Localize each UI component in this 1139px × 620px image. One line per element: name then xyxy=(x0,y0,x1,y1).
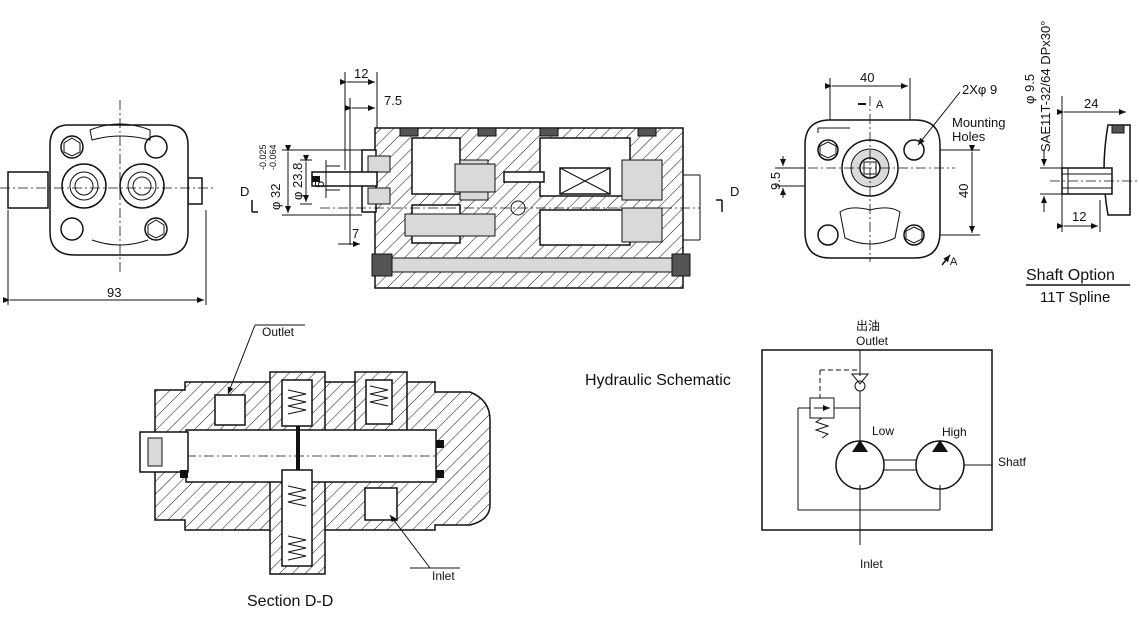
shaft-option-title: Shaft Option xyxy=(1026,267,1115,284)
schematic-inlet: Inlet xyxy=(860,557,883,571)
schematic-shaft: Shatf xyxy=(998,455,1027,469)
dim-spline-24: 24 xyxy=(1084,96,1098,111)
front-view: 93 xyxy=(0,100,215,305)
dim-shaft-7-5: 7.5 xyxy=(384,93,402,108)
dim-phi32-tol-lower: -0.064 xyxy=(268,144,278,170)
dim-rear-40-top: 40 xyxy=(860,70,874,85)
dim-key-5: 5 xyxy=(312,181,327,188)
view-a-top: A xyxy=(876,99,884,111)
section-inlet: Inlet xyxy=(432,569,455,583)
schematic-title: Hydraulic Schematic xyxy=(585,372,731,389)
dim-phi32: φ 32 xyxy=(268,183,283,210)
dim-rear-40-side: 40 xyxy=(956,184,971,198)
dim-spline-phi: φ 9.5 xyxy=(1022,74,1037,104)
section-marker-right: D xyxy=(730,184,739,199)
dim-shaft-12: 12 xyxy=(354,66,368,81)
schematic-outlet-en: Outlet xyxy=(856,334,889,348)
view-a-bottom: A xyxy=(950,256,958,268)
dim-shaft-7: 7 xyxy=(352,226,359,241)
mounting-holes-line1: Mounting xyxy=(952,115,1005,130)
shaft-option-sub: 11T Spline xyxy=(1040,289,1110,306)
dim-rear-9-5: 9.5 xyxy=(768,172,783,190)
mounting-holes-count: 2Xφ 9 xyxy=(962,82,997,97)
shaft-option: 24 12 φ 9.5 SAE11T-32/64 DPx30° Shaft Op… xyxy=(1022,21,1139,306)
front-port-left xyxy=(61,163,107,209)
section-title: Section D-D xyxy=(247,593,333,610)
schematic-outlet-cn: 出油 xyxy=(856,319,880,333)
dim-spline-12: 12 xyxy=(1072,209,1086,224)
side-section-view: 12 7.5 7 φ 32 -0.025 -0.064 φ 23.8 5 D D xyxy=(240,66,739,289)
dim-front-width: 93 xyxy=(107,285,121,300)
dim-phi32-tol-upper: -0.025 xyxy=(258,144,268,170)
schematic-high: High xyxy=(942,425,967,439)
rear-view: 40 40 9.5 A A 2Xφ 9 Mounting Holes xyxy=(768,70,1005,268)
mounting-holes-line2: Holes xyxy=(952,129,986,144)
section-outlet: Outlet xyxy=(262,325,295,339)
section-marker-left: D xyxy=(240,184,249,199)
dim-phi23-8: φ 23.8 xyxy=(290,163,305,200)
section-d-d: Outlet Inlet Section D-D xyxy=(139,324,491,610)
spline-code: SAE11T-32/64 DPx30° xyxy=(1038,21,1053,152)
schematic-low: Low xyxy=(872,424,894,438)
hydraulic-schematic: Hydraulic Schematic 出油 Outlet Low High S… xyxy=(585,319,1027,571)
